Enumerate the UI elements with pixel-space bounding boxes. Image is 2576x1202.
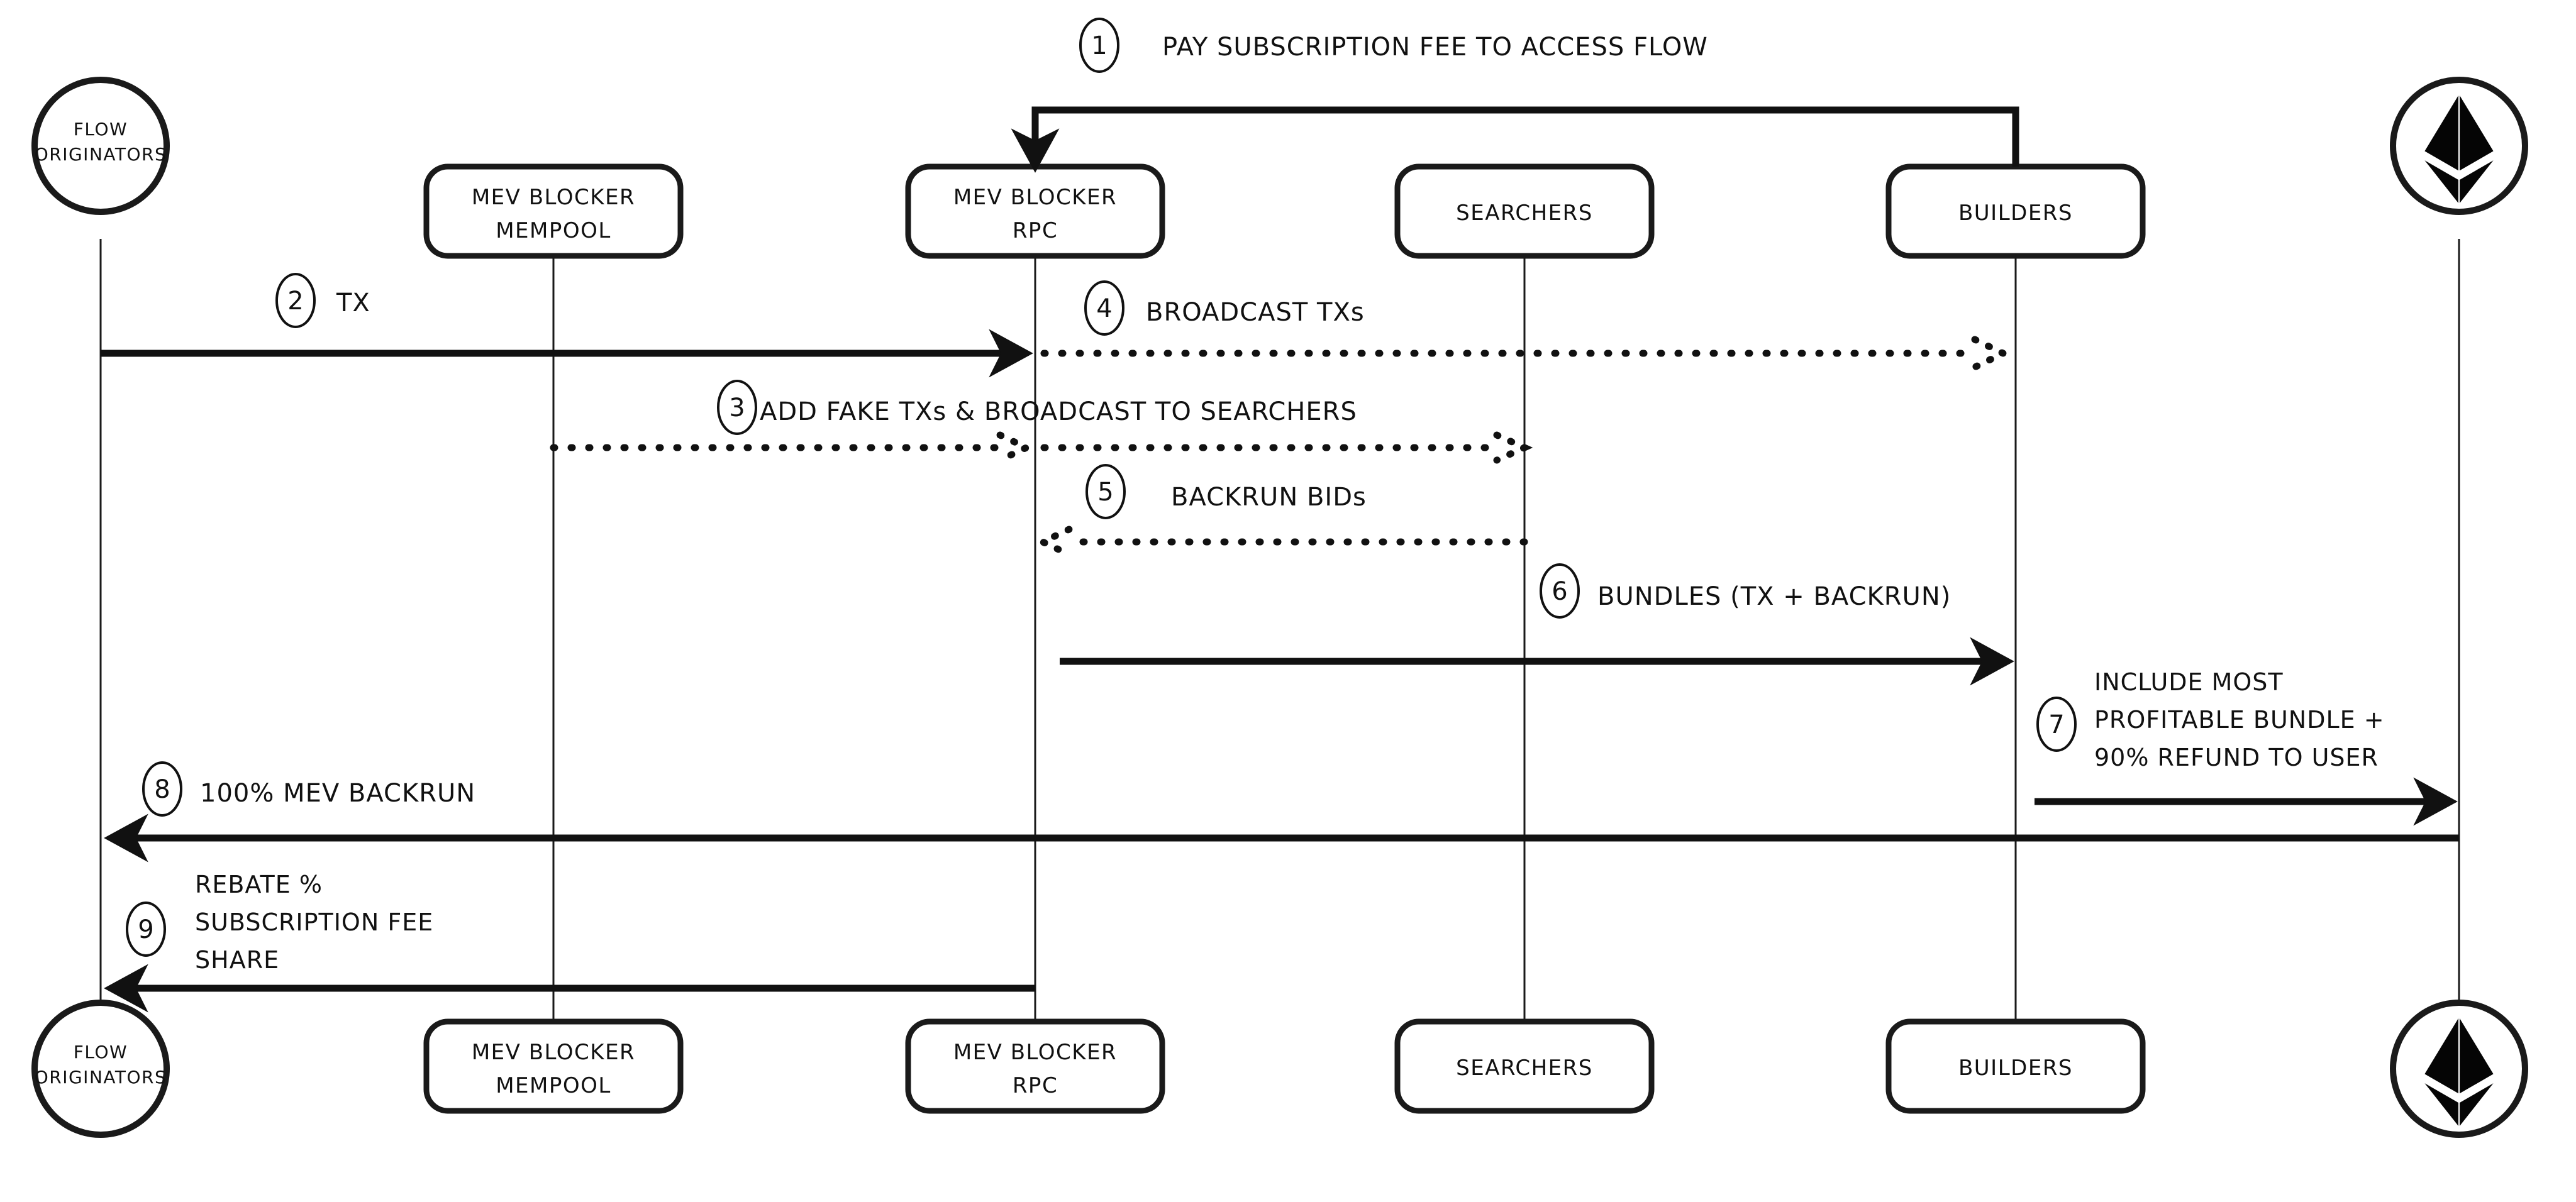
message-3-label: ADD FAKE TXs & BROADCAST TO SEARCHERS (760, 397, 1357, 426)
message-7[interactable]: 7 INCLUDE MOST PROFITABLE BUNDLE + 90% R… (2035, 668, 2458, 826)
actor-shape-circle (31, 1000, 170, 1138)
actor-shape-rect (423, 163, 684, 259)
actor-shape-circle (31, 77, 170, 215)
actor-ethereum-top[interactable] (2390, 77, 2528, 215)
actor-shape-rect (905, 1018, 1165, 1114)
step-number-9: 9 (138, 915, 153, 944)
step-badge-8 (142, 761, 182, 817)
actor-label-line1: FLOW (74, 1042, 128, 1062)
message-8[interactable]: 8 100% MEV BACKRUN (104, 761, 2459, 863)
message-5-label: BACKRUN BIDs (1171, 483, 1367, 512)
actor-label-line2: MEMPOOL (496, 218, 611, 243)
step-badge-9 (126, 902, 166, 957)
message-6[interactable]: 6 BUNDLES (TX + BACKRUN) (1060, 563, 2014, 686)
actor-label-line2: RPC (1013, 1073, 1058, 1098)
actor-label-line1: FLOW (74, 119, 128, 140)
message-4[interactable]: 4 BROADCAST TXs (1040, 280, 2011, 371)
actor-ethereum-bottom[interactable] (2390, 1000, 2528, 1138)
actor-flow-originators-top[interactable]: FLOW ORIGINATORS (31, 77, 170, 215)
step-number-7: 7 (2048, 710, 2064, 739)
ethereum-diamond-icon (2424, 1017, 2494, 1127)
message-3-arrowhead-b (1493, 431, 1533, 464)
step-number-1: 1 (1091, 31, 1107, 60)
actor-shape-rect (1394, 163, 1655, 259)
message-2-label: TX (336, 289, 370, 317)
step-number-2: 2 (287, 287, 303, 316)
message-6-label: BUNDLES (TX + BACKRUN) (1597, 582, 1951, 611)
message-7-label-line1: INCLUDE MOST (2094, 668, 2284, 696)
message-9-label-line2: SUBSCRIPTION FEE (195, 908, 433, 936)
step-number-6: 6 (1552, 577, 1567, 606)
message-3-arrowhead-a (996, 431, 1035, 464)
step-badge-2 (275, 273, 316, 328)
message-5-arrowhead (1035, 526, 1073, 558)
actor-label-line1: BUILDERS (1958, 201, 2073, 226)
step-badge-7 (2036, 697, 2077, 752)
actor-builders-top[interactable]: BUILDERS (1885, 163, 2146, 259)
message-3[interactable]: 3 ADD FAKE TXs & BROADCAST TO SEARCHERS (550, 380, 1533, 464)
message-1[interactable]: 1 PAY SUBSCRIPTION FEE TO ACCESS FLOW (1011, 18, 2019, 173)
message-9-label-line1: REBATE % (195, 871, 323, 898)
ethereum-diamond-icon (2424, 94, 2494, 204)
actor-builders-bottom[interactable]: BUILDERS (1885, 1018, 2146, 1114)
actor-label-line2: MEMPOOL (496, 1073, 611, 1098)
actor-searchers-bottom[interactable]: SEARCHERS (1394, 1018, 1655, 1114)
actor-mev-blocker-rpc-bottom[interactable]: MEV BLOCKER RPC (905, 1018, 1165, 1114)
step-number-8: 8 (154, 775, 170, 804)
actor-shape-rect (1394, 1018, 1655, 1114)
actor-shape-rect (423, 1018, 684, 1114)
step-number-5: 5 (1097, 478, 1113, 507)
message-9-label-line3: SHARE (195, 946, 279, 974)
step-badge-3 (717, 380, 757, 435)
message-4-arrowhead (1971, 336, 2011, 371)
step-number-4: 4 (1096, 294, 1112, 323)
message-1-arrow (1011, 106, 2019, 173)
message-4-label: BROADCAST TXs (1146, 298, 1365, 327)
message-8-label: 100% MEV BACKRUN (200, 779, 475, 808)
actor-label-line1: MEV BLOCKER (953, 185, 1117, 210)
actor-label-line2: ORIGINATORS (35, 1067, 167, 1088)
step-badge-4 (1084, 280, 1124, 336)
actor-label-line1: SEARCHERS (1456, 1056, 1593, 1081)
actor-flow-originators-bottom[interactable]: FLOW ORIGINATORS (31, 1000, 170, 1138)
actor-mev-blocker-mempool-bottom[interactable]: MEV BLOCKER MEMPOOL (423, 1018, 684, 1114)
actor-mev-blocker-rpc-top[interactable]: MEV BLOCKER RPC (905, 163, 1165, 259)
actor-searchers-top[interactable]: SEARCHERS (1394, 163, 1655, 259)
step-number-3: 3 (729, 394, 745, 422)
message-2[interactable]: 2 TX (101, 273, 1033, 378)
actor-label-line1: SEARCHERS (1456, 201, 1593, 226)
message-7-label-line2: PROFITABLE BUNDLE + (2094, 706, 2385, 734)
actor-label-line1: MEV BLOCKER (953, 1040, 1117, 1065)
message-5[interactable]: 5 BACKRUN BIDs (1035, 464, 1528, 558)
actor-shape-rect (1885, 1018, 2146, 1114)
actor-label-line1: MEV BLOCKER (472, 185, 635, 210)
actor-label-line2: RPC (1013, 218, 1058, 243)
actor-label-line1: MEV BLOCKER (472, 1040, 635, 1065)
actor-label-line1: BUILDERS (1958, 1056, 2073, 1081)
lifelines (99, 239, 2460, 1022)
message-7-label-line3: 90% REFUND TO USER (2094, 744, 2379, 771)
step-badge-1 (1079, 18, 1119, 73)
step-badge-6 (1540, 563, 1580, 619)
message-1-label: PAY SUBSCRIPTION FEE TO ACCESS FLOW (1162, 33, 1708, 62)
actor-label-line2: ORIGINATORS (35, 144, 167, 165)
actor-mev-blocker-mempool-top[interactable]: MEV BLOCKER MEMPOOL (423, 163, 684, 259)
message-9[interactable]: 9 REBATE % SUBSCRIPTION FEE SHARE (104, 871, 1035, 1013)
step-badge-5 (1085, 464, 1126, 519)
